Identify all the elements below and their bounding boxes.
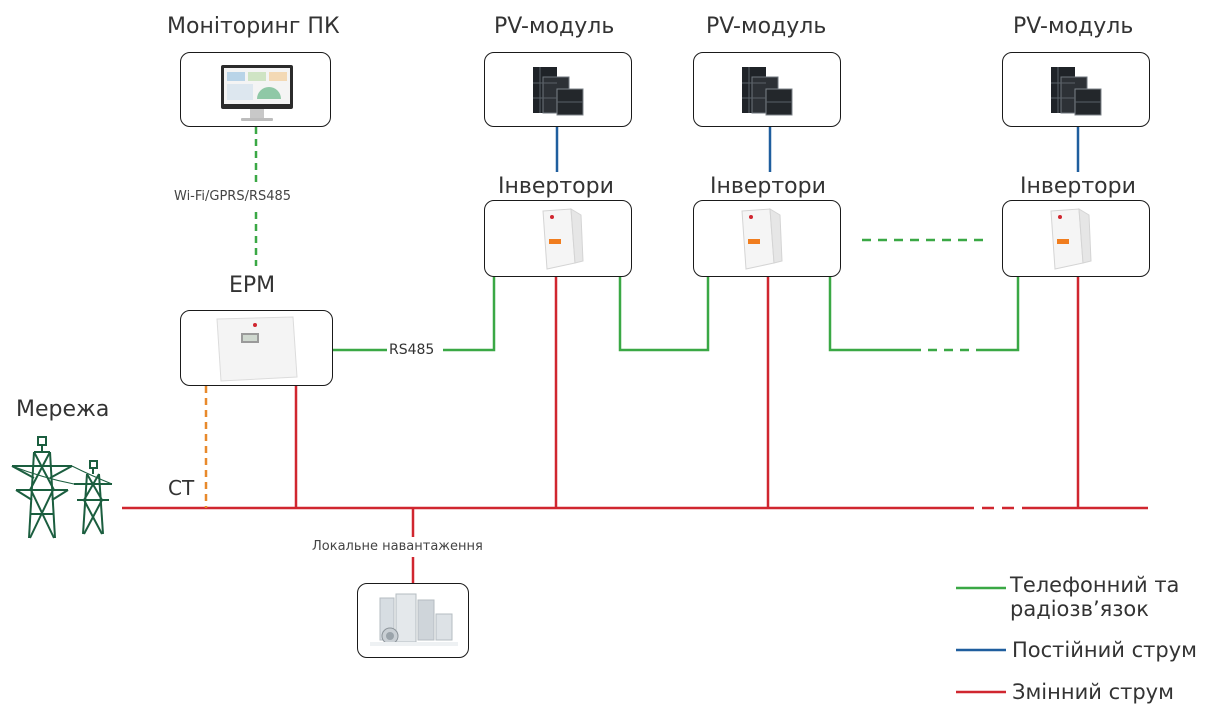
dc-lines	[555, 127, 1080, 172]
pv-module-box-2	[693, 52, 841, 127]
epm-box	[180, 310, 333, 386]
pv1-label: PV-модуль	[494, 14, 615, 39]
monitoring-pc-box	[180, 52, 331, 127]
comm-link-inv2-start	[828, 277, 912, 352]
comm-link-inv1-inv2	[618, 277, 710, 352]
solar-panel-icon	[742, 67, 793, 116]
inverter-box-2	[693, 200, 841, 277]
legend-lines	[956, 586, 1006, 694]
legend-communication-text: Телефонний та радіозв’язок	[1010, 573, 1180, 621]
comm-link-inv3-end	[982, 277, 1020, 352]
inverter-device-icon	[542, 208, 584, 270]
monitor-label: Моніторинг ПК	[167, 14, 340, 39]
rs485-line-right	[443, 277, 496, 352]
inverter-box-3	[1002, 200, 1150, 277]
inverter1-label: Інвертори	[498, 174, 614, 199]
grid-label: Мережа	[16, 397, 110, 422]
inverter-device-icon	[741, 208, 783, 270]
solar-panel-icon	[1051, 67, 1102, 116]
rs485-label: RS485	[389, 342, 435, 358]
inverter-device-icon	[1050, 208, 1092, 270]
legend-communication-line1: Телефонний та радіозв’язок	[1010, 573, 1190, 621]
epm-label: EPM	[229, 273, 276, 298]
pv2-label: PV-модуль	[706, 14, 827, 39]
solar-panel-icon	[533, 67, 584, 116]
pv-module-box-1	[484, 52, 632, 127]
home-appliances-icon	[370, 593, 458, 646]
ct-label: CT	[168, 476, 195, 500]
inverter3-label: Інвертори	[1020, 174, 1136, 199]
transmission-tower-icon	[11, 436, 113, 539]
epm-device-icon	[216, 316, 298, 382]
communication-lines	[254, 127, 1020, 352]
pv-module-box-3	[1002, 52, 1150, 127]
wifi-label: Wi-Fi/GPRS/RS485	[174, 189, 292, 204]
inverter-box-1	[484, 200, 632, 277]
ac-lines	[122, 277, 1148, 583]
legend-dc: Постійний струм	[1012, 638, 1197, 662]
legend-ac: Змінний струм	[1012, 680, 1174, 704]
local-load-box	[357, 583, 469, 658]
local-load-label: Локальне навантаження	[312, 539, 483, 554]
pv3-label: PV-модуль	[1013, 14, 1134, 39]
inverter2-label: Інвертори	[710, 174, 826, 199]
computer-monitor-icon	[221, 65, 293, 121]
